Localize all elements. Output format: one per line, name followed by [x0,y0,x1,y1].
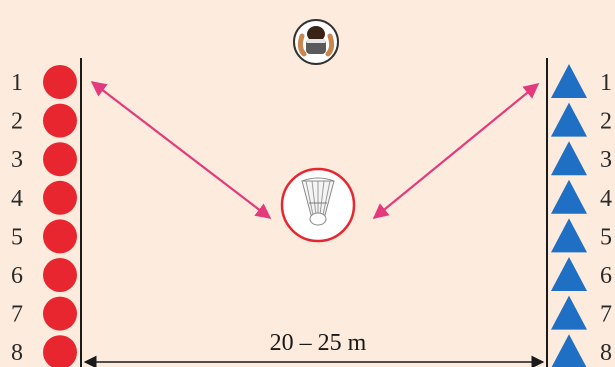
right-player-number: 4 [600,186,612,212]
right-player-triangle [551,257,587,291]
right-player-triangle [551,64,587,98]
left-player-number: 4 [11,186,23,212]
right-player-triangle [551,334,587,367]
right-player-number: 3 [600,147,612,173]
right-player-number: 7 [600,302,612,328]
right-player-number: 6 [600,263,612,289]
left-player-number: 5 [11,224,23,250]
left-player-number: 6 [11,263,23,289]
left-player-circle [43,219,77,253]
left-player-circle [43,335,77,367]
right-player-number: 8 [600,340,612,366]
left-player-circle [43,65,77,99]
right-player-number: 5 [600,224,612,250]
left-player-circle [43,297,77,331]
right-player-triangle [551,103,587,137]
right-player-triangle [551,296,587,330]
right-player-triangle [551,180,587,214]
left-diagonal-arrow [92,82,270,218]
left-player-circle [43,181,77,215]
right-player-number: 1 [600,70,612,96]
right-player-triangle [551,218,587,252]
left-player-circle [43,258,77,292]
left-player-number: 3 [11,147,23,173]
right-diagonal-arrow [374,84,538,218]
left-team-column: 1 2 3 4 5 6 7 8 [11,65,77,367]
right-player-number: 2 [600,109,612,135]
left-player-number: 1 [11,70,23,96]
left-player-number: 8 [11,340,23,366]
distance-label: 20 – 25 m [270,330,367,356]
right-player-triangle [551,141,587,175]
left-player-number: 2 [11,109,23,135]
left-player-number: 7 [11,302,23,328]
left-player-circle [43,104,77,138]
right-team-column: 1 2 3 4 5 6 7 8 [551,64,612,367]
left-player-circle [43,142,77,176]
person-arms-raised-icon [294,20,338,64]
